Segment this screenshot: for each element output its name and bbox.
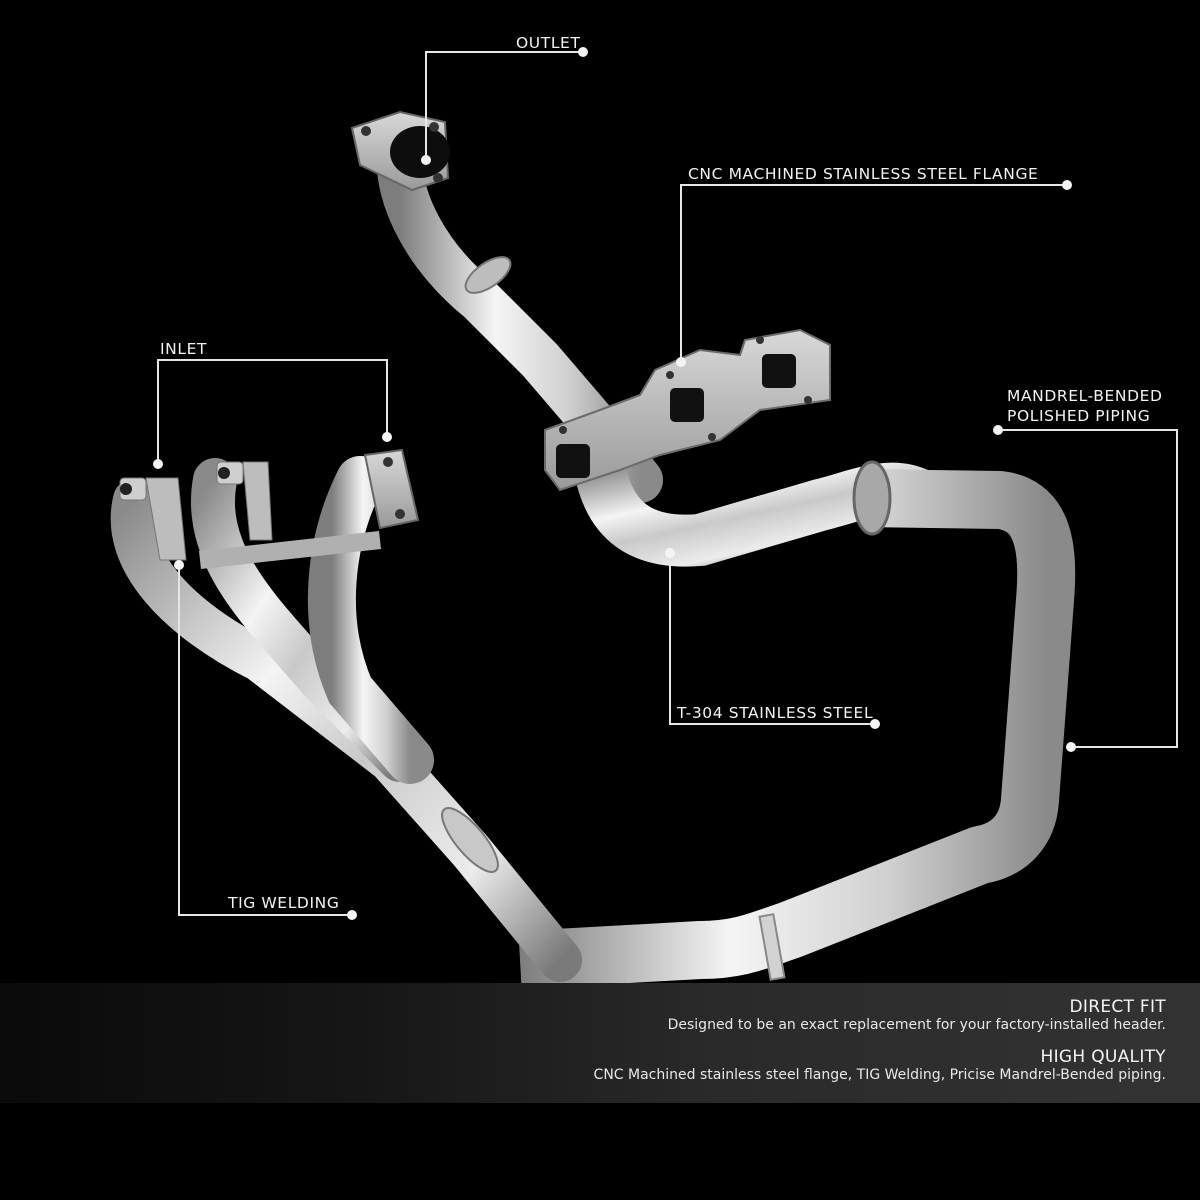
flange-callout-dot (1062, 180, 1072, 190)
flange-label: CNC MACHINED STAINLESS STEEL FLANGE (688, 165, 1039, 183)
outlet-callout-line-v (425, 51, 427, 160)
piping-callout-line-bottom (1071, 746, 1178, 748)
steel-label: T-304 STAINLESS STEEL (677, 704, 874, 722)
inlet-callout-line-right (386, 359, 388, 437)
feature-high-quality: HIGH QUALITY CNC Machined stainless stee… (594, 1047, 1166, 1084)
flange-callout-line-v (680, 184, 682, 362)
outlet-callout-dot (578, 47, 588, 57)
loop-pipe (518, 460, 1076, 989)
welding-callout-line-h (178, 914, 352, 916)
welding-callout-line-v (178, 565, 180, 915)
inlet-callout-line-left (157, 359, 159, 464)
steel-anchor-dot (665, 548, 675, 558)
piping-callout-dot (993, 425, 1003, 435)
inlet-label: INLET (160, 340, 208, 358)
welding-label: TIG WELDING (228, 894, 340, 912)
piping-label-line1: MANDREL-BENDED (1007, 387, 1163, 405)
outlet-anchor-dot (421, 155, 431, 165)
feature-description: Designed to be an exact replacement for … (667, 1017, 1166, 1033)
steel-callout-dot (870, 719, 880, 729)
piping-callout-line-top (998, 429, 1177, 431)
feature-direct-fit: DIRECT FIT Designed to be an exact repla… (668, 997, 1166, 1034)
header-tubes (110, 448, 582, 982)
feature-description: CNC Machined stainless steel flange, TIG… (593, 1067, 1166, 1083)
flange-callout-line-h (680, 184, 1067, 186)
steel-callout-line-h (669, 723, 875, 725)
inlet-callout-line-h (157, 359, 387, 361)
welding-anchor-dot (174, 560, 184, 570)
outlet-callout-line-h (425, 51, 583, 53)
outlet-pipe (350, 110, 663, 503)
steel-callout-line-v (669, 553, 671, 724)
inlet-anchor-dot-right (382, 432, 392, 442)
piping-callout-line-v (1176, 429, 1178, 747)
welding-callout-dot (347, 910, 357, 920)
piping-label-line2: POLISHED PIPING (1007, 407, 1151, 425)
inlet-anchor-dot-left (153, 459, 163, 469)
feature-title: HIGH QUALITY (1040, 1047, 1166, 1067)
piping-anchor-dot (1066, 742, 1076, 752)
feature-band (0, 983, 1200, 1103)
feature-title: DIRECT FIT (1069, 997, 1166, 1017)
flange-anchor-dot (676, 357, 686, 367)
outlet-label: OUTLET (516, 34, 581, 52)
